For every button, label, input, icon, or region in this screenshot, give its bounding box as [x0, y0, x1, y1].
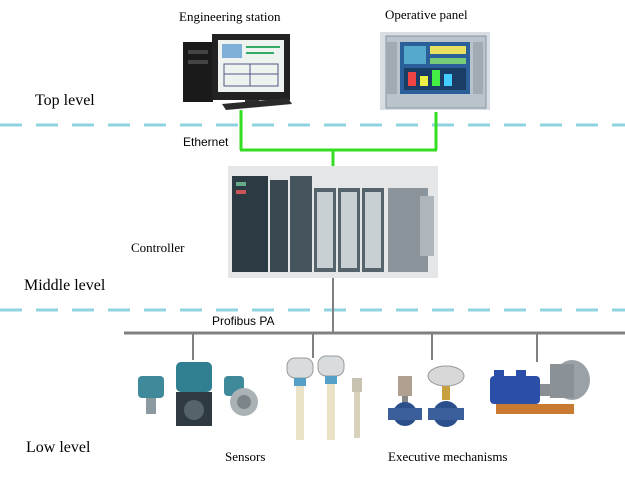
profibus-label: Profibus PA	[212, 314, 275, 328]
engineering-station-icon	[183, 34, 292, 110]
operative-panel-icon	[380, 32, 490, 110]
engineering-station-label: Engineering station	[179, 9, 281, 24]
control-valves-icon	[388, 365, 465, 427]
sensors-label: Sensors	[225, 449, 266, 464]
pressure-transmitters-icon	[138, 362, 258, 426]
controller-icon	[228, 166, 438, 278]
low-level-label: Low level	[26, 439, 91, 456]
middle-level-label: Middle level	[24, 277, 106, 294]
executive-mechanisms-label: Executive mechanisms	[388, 449, 508, 464]
profibus-bus	[124, 331, 625, 362]
controller-label: Controller	[131, 240, 185, 255]
ethernet-bus	[239, 110, 438, 166]
pump-icon	[490, 360, 590, 414]
top-level-label: Top level	[35, 92, 95, 109]
ethernet-label: Ethernet	[183, 135, 229, 149]
level-probes-icon	[286, 355, 362, 440]
operative-panel-label: Operative panel	[385, 7, 468, 22]
